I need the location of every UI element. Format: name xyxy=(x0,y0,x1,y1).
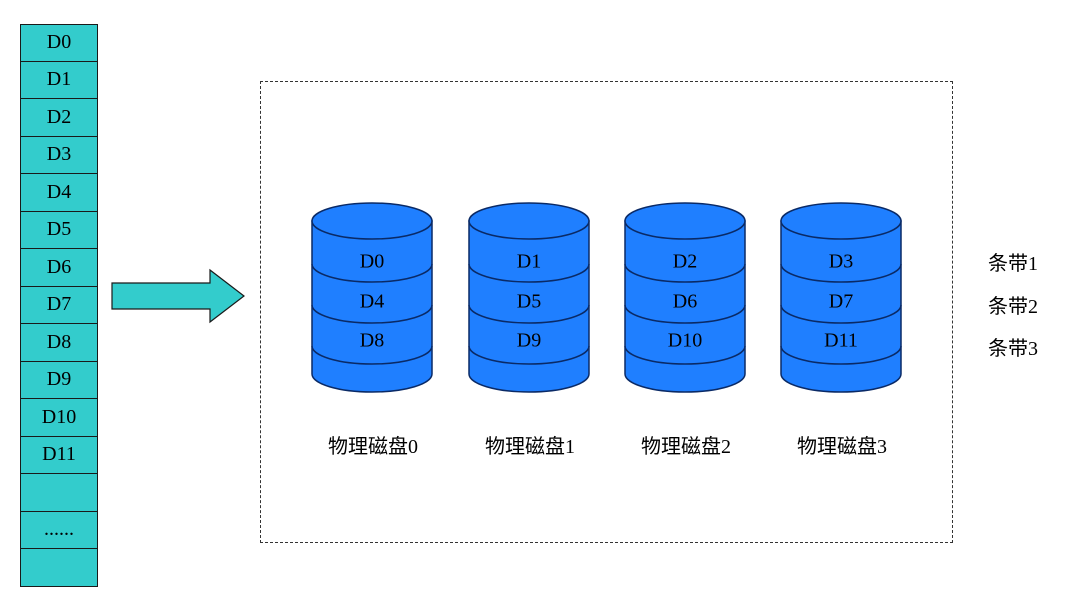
disk-band-line xyxy=(311,345,433,365)
disk-block-label: D4 xyxy=(360,291,384,313)
data-block-cell: D9 xyxy=(20,361,98,399)
data-block-cell: D3 xyxy=(20,136,98,174)
disk-caption-2: 物理磁盘2 xyxy=(641,436,731,458)
disk-band-line xyxy=(624,304,746,324)
disk-body xyxy=(311,220,433,393)
disk-block-label: D6 xyxy=(673,291,697,313)
stripe-label-2: 条带2 xyxy=(988,296,1038,318)
stripe-label-1: 条带1 xyxy=(988,253,1038,275)
disk-band-line xyxy=(468,345,590,365)
disk-top xyxy=(468,202,590,240)
disk-top xyxy=(624,202,746,240)
disk-body xyxy=(624,220,746,393)
disk-block-label: D2 xyxy=(673,251,697,273)
disk-block-label: D10 xyxy=(668,330,702,352)
data-block-cell: D1 xyxy=(20,61,98,99)
disk-band-line xyxy=(780,345,902,365)
data-block-cell xyxy=(20,474,98,512)
disk-block-label: D3 xyxy=(829,251,853,273)
disk-band-line xyxy=(780,263,902,283)
arrow-right-icon xyxy=(111,268,245,324)
disk-body xyxy=(780,220,902,393)
data-block-cell: D8 xyxy=(20,324,98,362)
disk-block-label: D5 xyxy=(517,291,541,313)
disk-band-line xyxy=(311,263,433,283)
data-block-cell: D2 xyxy=(20,99,98,137)
disk-block-label: D1 xyxy=(517,251,541,273)
disk-band-line xyxy=(311,304,433,324)
data-block-cell: D7 xyxy=(20,286,98,324)
disk-block-label: D7 xyxy=(829,291,853,313)
disk-caption-3: 物理磁盘3 xyxy=(797,436,887,458)
disk-band-line xyxy=(468,263,590,283)
disk-array-frame xyxy=(260,81,953,543)
disk-body xyxy=(468,220,590,393)
disk-top xyxy=(311,202,433,240)
disk-block-label: D8 xyxy=(360,330,384,352)
data-block-cell: D11 xyxy=(20,436,98,474)
data-block-cell xyxy=(20,549,98,587)
data-block-cell: D5 xyxy=(20,211,98,249)
data-block-cell: D0 xyxy=(20,24,98,62)
disk-caption-1: 物理磁盘1 xyxy=(485,436,575,458)
disk-block-label: D9 xyxy=(517,330,541,352)
disk-band-line xyxy=(780,304,902,324)
disk-block-label: D0 xyxy=(360,251,384,273)
disk-top xyxy=(780,202,902,240)
disk-band-line xyxy=(624,345,746,365)
data-block-cell: D10 xyxy=(20,399,98,437)
disk-band-line xyxy=(468,304,590,324)
data-block-cell: ...... xyxy=(20,511,98,549)
disk-band-line xyxy=(624,263,746,283)
disk-caption-0: 物理磁盘0 xyxy=(328,436,418,458)
data-block-cell: D6 xyxy=(20,249,98,287)
disk-block-label: D11 xyxy=(824,330,858,352)
data-block-cell: D4 xyxy=(20,174,98,212)
stripe-label-3: 条带3 xyxy=(988,338,1038,360)
